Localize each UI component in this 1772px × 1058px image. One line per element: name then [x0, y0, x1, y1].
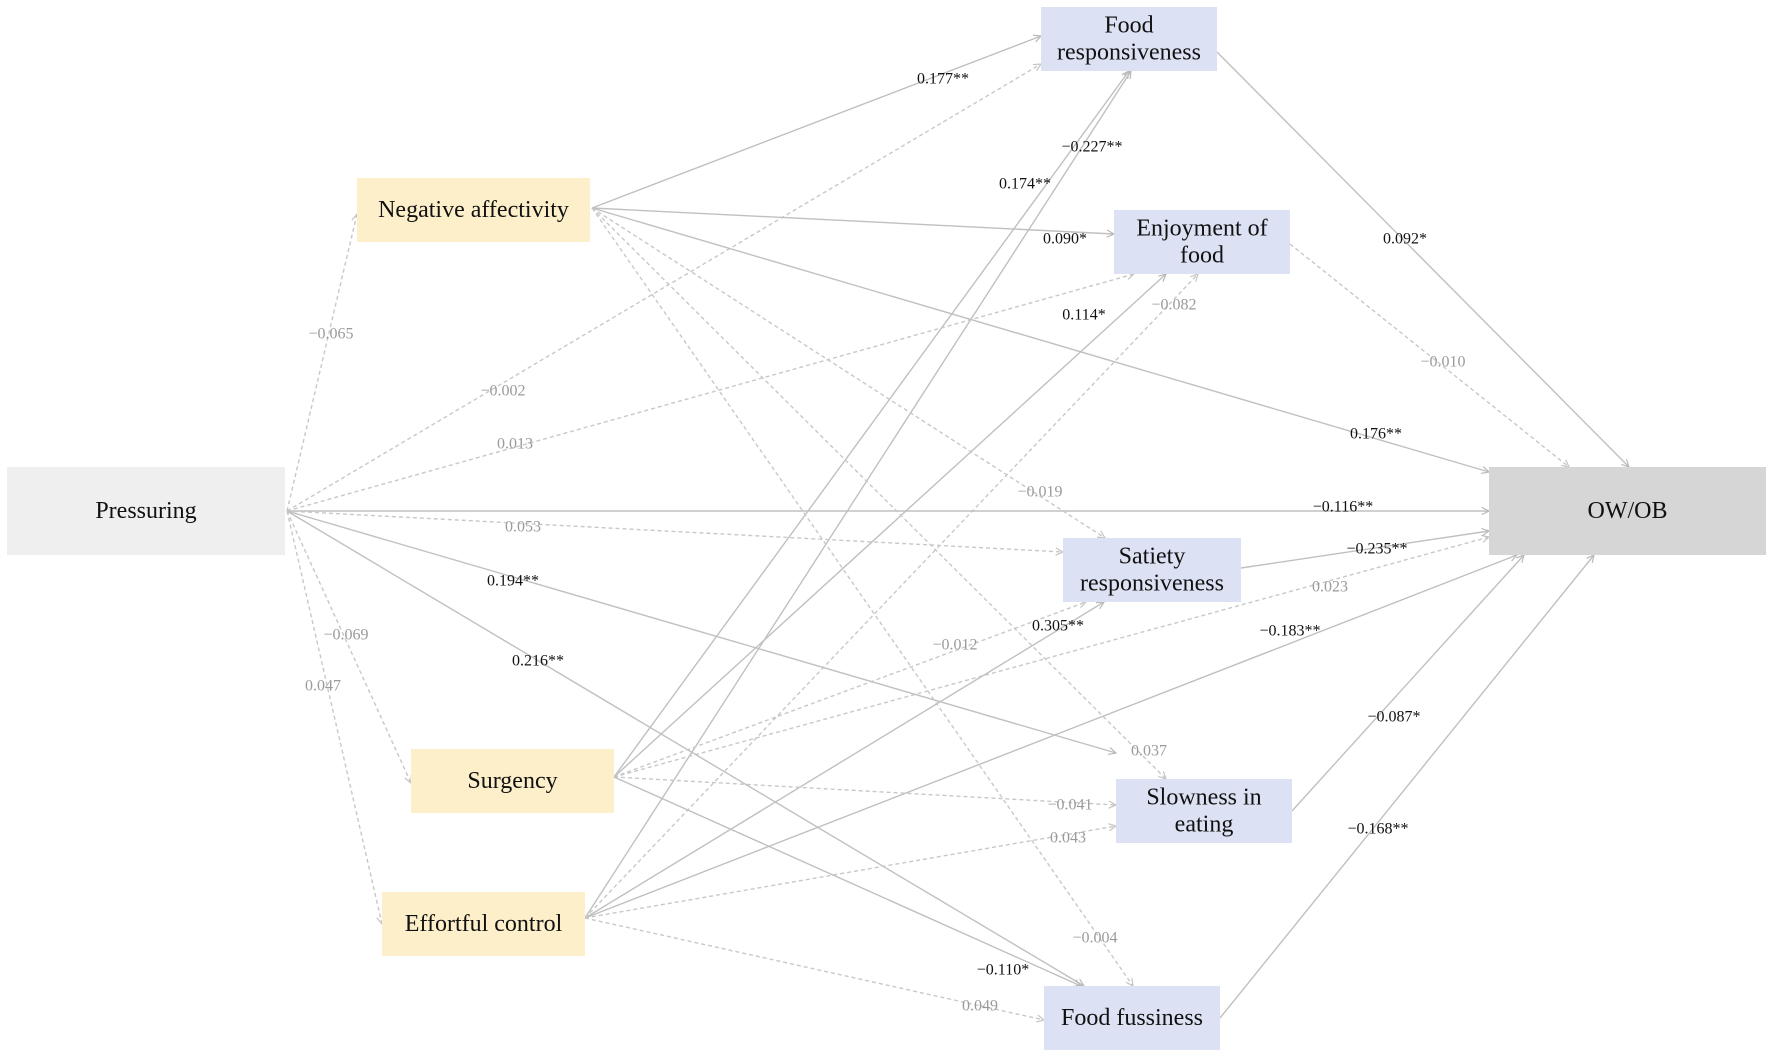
node-effortful-control: Effortful control [382, 892, 585, 956]
node-label-surgency: Surgency [467, 768, 557, 794]
edge-label-surgency-to-ow-ob: 0.023 [1312, 579, 1348, 596]
edge-labels-layer: 0.177** −0.002 0.174** −0.227** 0.092* 0.090*… [305, 71, 1466, 1015]
node-box-food-responsiveness [1041, 7, 1217, 71]
edge-label-surgency-to-enjoyment-of-food: 0.114* [1062, 307, 1105, 324]
edge-label-effortful-control-to-food-fussiness: 0.049 [962, 998, 998, 1015]
edge-slowness-in-eating-to-ow-ob [1291, 555, 1524, 812]
edge-negative-affectivity-to-food-responsiveness [591, 36, 1041, 209]
node-box-slowness-in-eating [1116, 779, 1292, 843]
edge-label-effortful-control-to-slowness-in-eating: 0.043 [1050, 830, 1086, 847]
node-label-ow-ob: OW/OB [1588, 498, 1668, 524]
edge-label-pressuring-to-negative-affectivity: −0.065 [308, 326, 353, 343]
edge-pressuring-to-food-fussiness [286, 510, 1084, 986]
edge-label-surgency-to-slowness-in-eating: −0.041 [1047, 797, 1092, 814]
node-pressuring: Pressuring [7, 467, 285, 555]
edge-label-effortful-control-to-food-responsiveness: −0.227** [1061, 139, 1122, 156]
edge-surgency-to-food-fussiness [613, 776, 1081, 986]
edge-label-effortful-control-to-enjoyment-of-food: −0.082 [1151, 297, 1196, 314]
edge-pressuring-to-slowness-in-eating [286, 510, 1116, 753]
edge-effortful-control-to-enjoyment-of-food [584, 274, 1198, 919]
edge-label-pressuring-to-slowness-in-eating: 0.194** [487, 573, 539, 590]
edge-effortful-control-to-food-fussiness [584, 917, 1044, 1020]
edge-effortful-control-to-food-responsiveness [584, 71, 1131, 919]
node-label-satiety-responsiveness: Satiety [1119, 544, 1186, 570]
edge-label-pressuring-to-food-fussiness: 0.216** [512, 653, 564, 670]
node-label-pressuring: Pressuring [95, 498, 196, 524]
edge-effortful-control-to-slowness-in-eating [584, 826, 1116, 919]
node-box-surgency [411, 749, 614, 813]
node-box-enjoyment-of-food [1114, 210, 1290, 274]
edge-label-surgency-to-food-fussiness: −0.110* [977, 962, 1029, 979]
node-label-food-responsiveness: responsiveness [1057, 40, 1201, 66]
edge-label-negative-affectivity-to-slowness-in-eating: 0.037 [1131, 743, 1167, 760]
edge-surgency-to-ow-ob [613, 537, 1489, 778]
node-label-negative-affectivity: Negative affectivity [378, 197, 569, 223]
node-surgency: Surgency [411, 749, 614, 813]
edge-label-negative-affectivity-to-enjoyment-of-food: 0.090* [1043, 231, 1087, 248]
edge-label-satiety-responsiveness-to-ow-ob: −0.235** [1346, 541, 1407, 558]
node-label-food-responsiveness: Food [1104, 13, 1153, 39]
edge-label-pressuring-to-enjoyment-of-food: 0.013 [497, 436, 533, 453]
edge-negative-affectivity-to-food-fussiness [591, 207, 1133, 986]
edge-satiety-responsiveness-to-ow-ob [1240, 531, 1489, 569]
edge-enjoyment-of-food-to-ow-ob [1289, 243, 1569, 467]
edge-negative-affectivity-to-ow-ob [591, 207, 1489, 472]
edge-label-negative-affectivity-to-food-responsiveness: 0.177** [917, 71, 969, 88]
node-label-slowness-in-eating: eating [1175, 812, 1234, 838]
edge-pressuring-to-satiety-responsiveness [286, 510, 1063, 552]
edge-pressuring-to-effortful-control [286, 510, 382, 924]
edge-surgency-to-slowness-in-eating [613, 776, 1116, 805]
edge-effortful-control-to-satiety-responsiveness [584, 602, 1104, 919]
edge-negative-affectivity-to-enjoyment-of-food [591, 207, 1114, 234]
edge-label-food-fussiness-to-ow-ob: −0.168** [1347, 821, 1408, 838]
edge-food-responsiveness-to-ow-ob [1216, 51, 1629, 467]
node-box-food-fussiness [1044, 986, 1220, 1050]
node-label-satiety-responsiveness: responsiveness [1080, 571, 1224, 597]
node-ow-ob: OW/OB [1489, 467, 1766, 555]
edge-negative-affectivity-to-slowness-in-eating [591, 207, 1166, 779]
nodes-layer: Pressuring OW/OB Negative affectivitySurge… [7, 7, 1766, 1050]
node-label-food-fussiness: Food fussiness [1061, 1005, 1203, 1031]
node-label-enjoyment-of-food: Enjoyment of [1136, 216, 1267, 242]
edge-pressuring-to-surgency [286, 510, 411, 783]
edge-label-slowness-in-eating-to-ow-ob: −0.087* [1367, 709, 1420, 726]
edge-label-effortful-control-to-satiety-responsiveness: 0.305** [1032, 618, 1084, 635]
edge-label-negative-affectivity-to-food-fussiness: −0.004 [1072, 930, 1117, 947]
node-label-enjoyment-of-food: food [1180, 243, 1224, 269]
edge-label-pressuring-to-effortful-control: 0.047 [305, 678, 341, 695]
edge-food-fussiness-to-ow-ob [1219, 555, 1594, 1019]
edge-pressuring-to-food-responsiveness [286, 64, 1041, 512]
edge-label-pressuring-to-surgency: −0.069 [323, 627, 368, 644]
node-label-effortful-control: Effortful control [405, 911, 563, 937]
node-box-pressuring [7, 467, 285, 555]
edges-layer [286, 36, 1629, 1020]
node-negative-affectivity: Negative affectivity [357, 178, 590, 242]
node-box-ow-ob [1489, 467, 1766, 555]
edge-label-surgency-to-food-responsiveness: 0.174** [999, 176, 1051, 193]
edge-label-negative-affectivity-to-ow-ob: 0.176** [1350, 426, 1402, 443]
edge-pressuring-to-negative-affectivity [286, 214, 357, 512]
edge-label-effortful-control-to-ow-ob: −0.183** [1259, 623, 1320, 640]
node-box-negative-affectivity [357, 178, 590, 242]
node-box-satiety-responsiveness [1063, 538, 1241, 602]
edge-label-pressuring-to-food-responsiveness: −0.002 [480, 383, 525, 400]
node-label-slowness-in-eating: Slowness in [1146, 785, 1261, 811]
edge-label-negative-affectivity-to-satiety-responsiveness: −0.019 [1017, 484, 1062, 501]
edge-surgency-to-food-responsiveness [613, 71, 1129, 778]
edge-effortful-control-to-ow-ob [584, 555, 1517, 919]
edge-label-enjoyment-of-food-to-ow-ob: −0.010 [1420, 354, 1465, 371]
node-food-fussiness: Food fussiness [1044, 986, 1220, 1050]
edge-label-pressuring-to-satiety-responsiveness: 0.053 [505, 519, 541, 536]
edge-label-pressuring-to-ow-ob: −0.116** [1313, 499, 1373, 516]
edge-label-food-responsiveness-to-ow-ob: 0.092* [1383, 231, 1427, 248]
node-box-effortful-control [382, 892, 585, 956]
edge-surgency-to-enjoyment-of-food [613, 274, 1166, 778]
edge-negative-affectivity-to-satiety-responsiveness [591, 207, 1105, 538]
edge-label-surgency-to-satiety-responsiveness: −0.012 [932, 637, 977, 654]
